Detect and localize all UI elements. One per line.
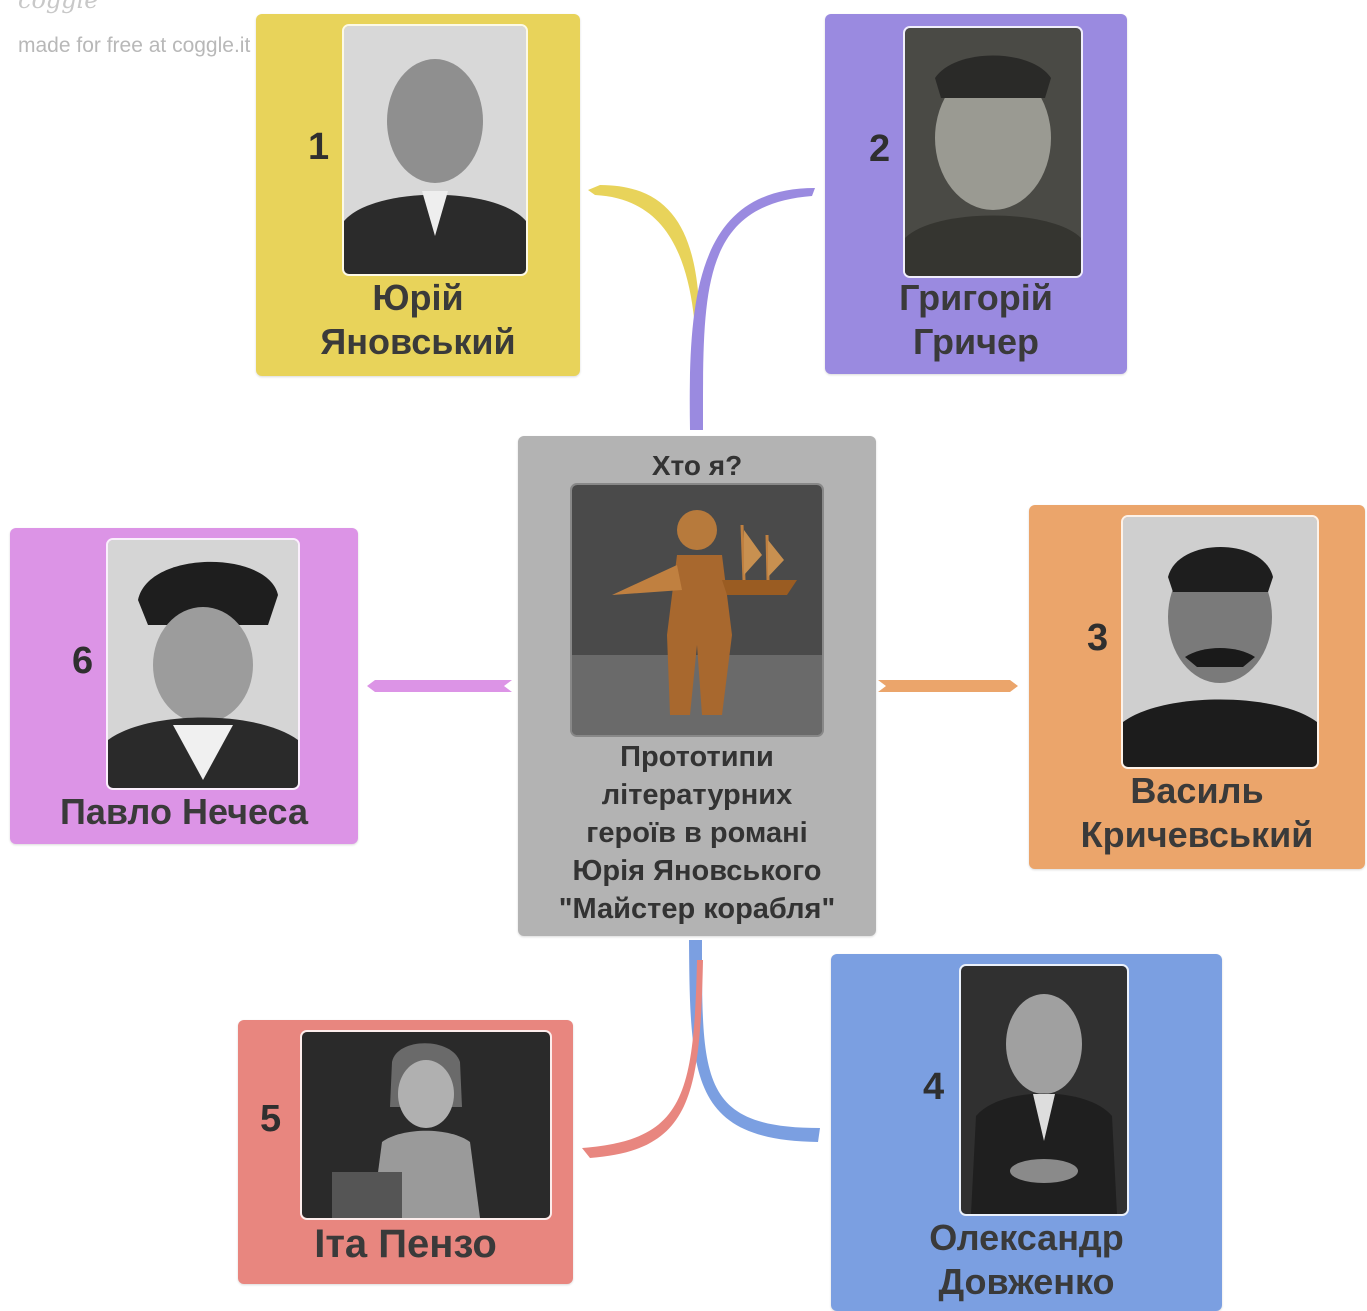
node-number: 4 bbox=[923, 1066, 945, 1108]
node-number: 5 bbox=[260, 1098, 282, 1140]
portrait-photo bbox=[1121, 515, 1319, 769]
branch-node-5 bbox=[582, 960, 703, 1158]
node-name-line: Юрій bbox=[372, 277, 464, 318]
node-3[interactable]: 3 Василь Кричевський bbox=[1029, 505, 1365, 869]
node-1[interactable]: 1 Юрій Яновський bbox=[256, 14, 580, 376]
portrait-icon bbox=[905, 28, 1081, 276]
branch-node-1 bbox=[588, 185, 701, 420]
node-2[interactable]: 2 Григорій Гричер bbox=[825, 14, 1127, 374]
node-name-line: Довженко bbox=[938, 1261, 1115, 1302]
node-name-line: Павло Нечеса bbox=[60, 791, 308, 832]
portrait-icon bbox=[344, 26, 526, 274]
node-name-line: Василь bbox=[1130, 770, 1264, 811]
node-name-line: Кричевський bbox=[1080, 814, 1314, 855]
node-number: 1 bbox=[308, 126, 330, 168]
node-name-line: Олександр bbox=[929, 1217, 1124, 1258]
portrait-icon bbox=[108, 540, 298, 788]
node-6[interactable]: 6 Павло Нечеса bbox=[10, 528, 358, 844]
portrait-photo bbox=[106, 538, 300, 790]
statue-image bbox=[570, 483, 824, 737]
node-name-line: Яновський bbox=[320, 321, 516, 362]
portrait-icon bbox=[961, 966, 1127, 1214]
node-name-line: Гричер bbox=[912, 321, 1040, 362]
portrait-photo bbox=[300, 1030, 552, 1220]
node-name: Павло Нечеса bbox=[10, 790, 358, 834]
node-number: 6 bbox=[72, 640, 94, 682]
node-name: Іта Пензо bbox=[238, 1222, 573, 1266]
node-name: Олександр Довженко bbox=[831, 1216, 1222, 1304]
center-node[interactable]: Хто я? Прототипи літературних героїв в р… bbox=[518, 436, 876, 936]
node-name: Юрій Яновський bbox=[256, 276, 580, 364]
portrait-photo bbox=[342, 24, 528, 276]
branch-node-3 bbox=[878, 680, 1018, 692]
branch-node-2 bbox=[689, 188, 815, 430]
node-name: Василь Кричевський bbox=[1029, 769, 1365, 857]
branch-node-4 bbox=[689, 940, 820, 1142]
center-text-line: Прототипи bbox=[620, 741, 774, 773]
watermark-text: made for free at coggle.it bbox=[18, 34, 251, 57]
portrait-photo bbox=[959, 964, 1129, 1216]
center-text-line: літературних bbox=[601, 779, 793, 811]
center-text-line: Юрія Яновського bbox=[572, 855, 822, 887]
node-name-line: Іта Пензо bbox=[314, 1222, 497, 1266]
coggle-logo: coggle bbox=[18, 0, 99, 14]
node-number: 2 bbox=[869, 128, 891, 170]
node-4[interactable]: 4 Олександр Довженко bbox=[831, 954, 1222, 1311]
center-title: Хто я? bbox=[651, 450, 743, 481]
node-name-line: Григорій bbox=[899, 277, 1053, 318]
center-text-line: "Майстер корабля" bbox=[558, 893, 836, 925]
portrait-icon bbox=[302, 1032, 550, 1218]
center-description: Прототипи літературних героїв в романі Ю… bbox=[518, 738, 876, 928]
node-5[interactable]: 5 Іта Пензо bbox=[238, 1020, 573, 1284]
portrait-photo bbox=[903, 26, 1083, 278]
node-name: Григорій Гричер bbox=[825, 276, 1127, 364]
node-number: 3 bbox=[1087, 617, 1109, 659]
ship-statue-icon bbox=[572, 485, 822, 735]
portrait-icon bbox=[1123, 517, 1317, 767]
branch-node-6 bbox=[367, 680, 512, 692]
center-text-line: героїв в романі bbox=[586, 817, 808, 849]
